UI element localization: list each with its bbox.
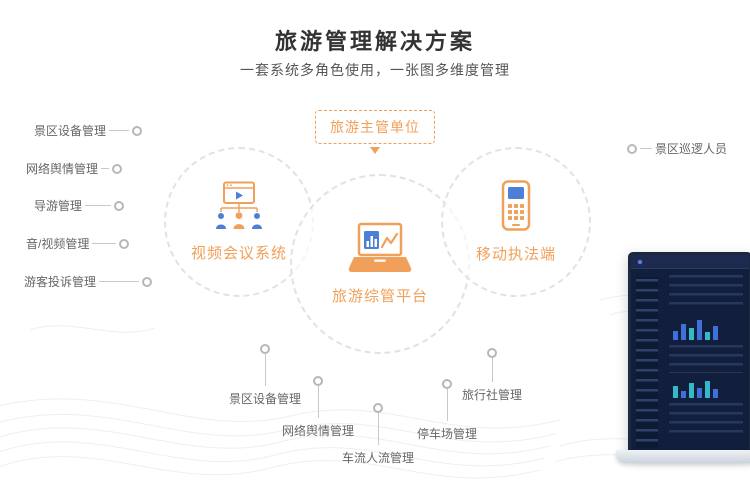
dashboard-sidebar (631, 269, 663, 453)
circle-mobile-terminal: 移动执法端 (441, 147, 591, 297)
connector-dot (313, 376, 323, 386)
connector-line (85, 205, 112, 206)
video-conference-icon (216, 181, 262, 229)
left-label-item: 网络舆情管理 (26, 160, 123, 177)
label-text: 游客投诉管理 (24, 275, 97, 289)
label-text: 导游管理 (34, 199, 83, 213)
connector-dot (132, 125, 143, 136)
label-text: 景区巡逻人员 (655, 142, 728, 156)
connector-line (99, 281, 140, 282)
connector-dot (112, 163, 123, 174)
label-text: 网络舆情管理 (281, 424, 354, 438)
bottom-label-item: 网络舆情管理 (273, 376, 363, 439)
dashboard-text-rows (669, 345, 743, 373)
circle-label-platform: 旅游综管平台 (331, 288, 428, 305)
dashboard-text-rows (669, 403, 743, 439)
connector-line (446, 389, 448, 421)
connector-line (101, 168, 110, 169)
label-text: 车流人流管理 (341, 451, 414, 465)
dashboard-topbar (631, 255, 749, 269)
label-text: 停车场管理 (416, 427, 477, 441)
connector-dot (627, 143, 637, 154)
arrow-down-icon (370, 147, 380, 154)
dashboard-text-rows (669, 275, 743, 309)
left-label-item: 导游管理 (34, 197, 125, 214)
connector-line (491, 358, 493, 382)
label-text: 景区设备管理 (228, 392, 301, 406)
connector-line (109, 130, 130, 131)
authority-badge: 旅游主管单位 (315, 110, 435, 144)
connector-line (377, 413, 379, 445)
bottom-label-item: 旅行社管理 (447, 348, 537, 403)
connector-line (264, 354, 266, 386)
dashboard-laptop-mockup (616, 252, 750, 488)
left-label-item: 游客投诉管理 (24, 273, 153, 290)
label-text: 音/视频管理 (26, 237, 90, 251)
laptop-base (616, 450, 750, 463)
connector-dot (487, 348, 497, 358)
connector-dot (260, 344, 270, 354)
bar-chart-mockup (671, 378, 741, 398)
connector-line (317, 386, 319, 418)
connector-dot (373, 403, 383, 413)
dashboard-main (663, 269, 749, 453)
connector-dot (142, 276, 153, 287)
label-text: 旅行社管理 (461, 388, 522, 402)
bottom-label-item: 停车场管理 (402, 379, 492, 442)
connector-dot (119, 238, 130, 249)
bottom-label-item: 车流人流管理 (333, 403, 423, 466)
laptop-analytics-icon (348, 222, 412, 272)
connector-dot (442, 379, 452, 389)
mobile-terminal-icon (501, 180, 531, 231)
right-label-item: 景区巡逻人员 (627, 140, 727, 157)
dashboard-body (631, 269, 749, 453)
left-label-item: 景区设备管理 (34, 122, 143, 139)
connector-dot (114, 200, 125, 211)
label-text: 景区设备管理 (34, 124, 107, 138)
connector-line (640, 148, 652, 149)
label-text: 网络舆情管理 (26, 162, 99, 176)
circle-platform: 旅游综管平台 (290, 174, 470, 354)
bar-chart-mockup (671, 314, 741, 340)
circle-label-video-conference: 视频会议系统 (190, 245, 287, 262)
page-title: 旅游管理解决方案 (274, 29, 475, 54)
connector-line (92, 243, 117, 244)
page-subtitle: 一套系统多角色使用，一张图多维度管理 (240, 62, 510, 78)
circle-label-mobile-terminal: 移动执法端 (475, 246, 556, 263)
dashboard-screen (628, 252, 750, 456)
left-label-item: 音/视频管理 (26, 235, 130, 252)
bottom-label-item: 景区设备管理 (220, 344, 310, 407)
